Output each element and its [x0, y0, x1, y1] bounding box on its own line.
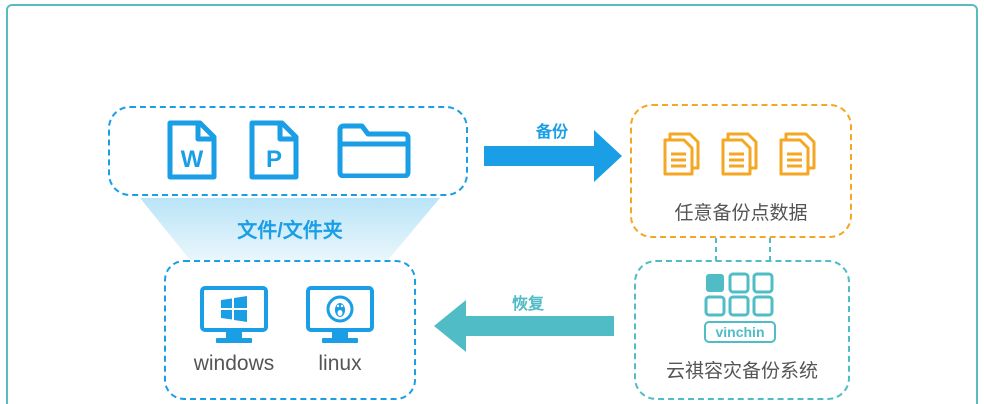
ppt-glyph: P: [265, 146, 282, 173]
vinchin-logo: vinchin: [704, 272, 778, 344]
linux-monitor-icon: [306, 286, 374, 344]
vinchin-system-caption: 云祺容灾备份系统: [665, 361, 818, 382]
linux-label: linux: [318, 352, 362, 375]
document-icon: [720, 132, 760, 176]
windows-monitor-icon: [200, 286, 268, 344]
diagram-frame: [6, 4, 978, 404]
backup-label: 备份: [535, 124, 568, 141]
folder-icon: [336, 122, 412, 178]
document-icon: [662, 132, 702, 176]
word-glyph: W: [180, 146, 204, 173]
connector-lines: [715, 238, 771, 264]
vinchin-system-box: [634, 260, 850, 400]
restore-label: 恢复: [511, 296, 544, 313]
backup-points-caption: 任意备份点数据: [674, 203, 808, 224]
files-group-caption: 文件/文件夹: [237, 220, 343, 242]
backup-points-box: [630, 104, 852, 238]
ppt-file-icon: P: [248, 120, 300, 180]
vinchin-logo-text: vinchin: [715, 324, 765, 340]
document-icon: [778, 132, 818, 176]
windows-label: windows: [193, 352, 275, 375]
restore-arrow: [432, 296, 616, 356]
backup-arrow: [484, 126, 624, 186]
word-file-icon: W: [166, 120, 218, 180]
